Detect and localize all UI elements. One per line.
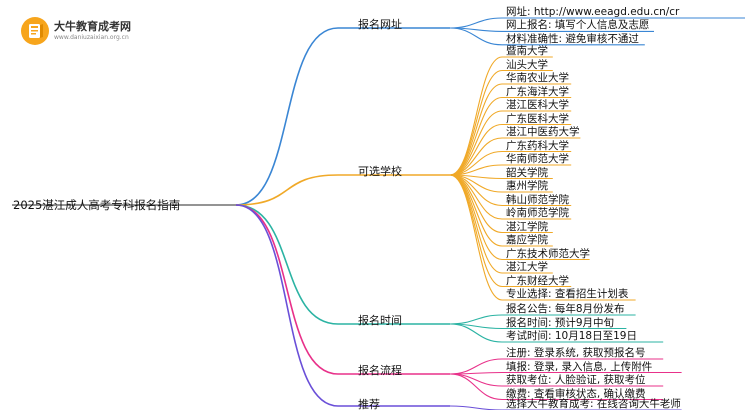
logo-url: www.daniuzaixian.org.cn (54, 34, 129, 41)
leaf-connector-signup-time-2 (449, 323, 503, 343)
leaf-connector-schools-0 (449, 56, 503, 176)
book-logo-icon (21, 17, 49, 45)
leaf-schools-11: 韩山师范学院 (506, 193, 569, 206)
leaf-schools-2: 华南农业大学 (506, 72, 569, 84)
leaf-schools-4: 湛江医科大学 (506, 99, 569, 111)
leaf-schools-3: 广东海洋大学 (506, 85, 569, 98)
leaf-connector-signup-process-3 (449, 373, 503, 401)
leaf-signup-process-2: 获取考位: 人脸验证, 获取考位 (506, 374, 646, 386)
leaf-connector-schools-12 (449, 174, 503, 220)
leaf-signup-url-2: 材料准确性: 避免审核不通过 (506, 32, 639, 45)
leaf-connector-signup-url-0 (449, 17, 503, 29)
branch-connector-signup-time (235, 204, 339, 325)
leaf-connector-schools-3 (449, 96, 503, 176)
leaf-connector-signup-process-0 (449, 358, 503, 375)
branch-signup-time: 报名时间 (358, 314, 402, 327)
leaf-connector-schools-2 (449, 83, 503, 176)
leaf-schools-17: 广东财经大学 (506, 274, 569, 287)
branch-connector-recommend (235, 204, 339, 407)
logo-title: 大牛教育成考网 (54, 20, 131, 33)
leaf-schools-9: 韶关学院 (506, 166, 548, 179)
branch-signup-url: 报名网址 (358, 18, 402, 31)
leaf-schools-1: 汕头大学 (506, 58, 548, 71)
branch-recommend: 推荐 (358, 398, 380, 411)
branch-connector-signup-url (235, 27, 339, 206)
leaf-connector-signup-process-2 (449, 373, 503, 387)
leaf-schools-12: 岭南师范学院 (506, 207, 569, 219)
leaf-signup-process-0: 注册: 登录系统, 获取预报名号 (506, 347, 646, 359)
site-logo: 大牛教育成考网 www.daniuzaixian.org.cn (20, 16, 131, 46)
leaf-connector-signup-url-2 (449, 27, 503, 46)
leaf-connector-signup-time-0 (449, 314, 503, 325)
leaf-schools-5: 广东医科大学 (506, 112, 569, 125)
leaf-schools-10: 惠州学院 (506, 180, 548, 192)
leaf-recommend-0: 选择大牛教育成考: 在线咨询大牛老师 (506, 398, 681, 410)
leaf-connector-recommend-0 (449, 405, 503, 410)
leaf-schools-6: 湛江中医药大学 (506, 126, 580, 138)
leaf-schools-8: 华南师范大学 (506, 153, 569, 165)
leaf-schools-18: 专业选择: 查看招生计划表 (506, 288, 629, 300)
leaf-connector-schools-5 (449, 123, 503, 176)
leaf-schools-0: 暨南大学 (506, 45, 548, 57)
leaf-signup-url-1: 网上报名: 填写个人信息及志愿 (506, 19, 650, 32)
leaf-schools-14: 嘉应学院 (506, 234, 548, 246)
leaf-signup-process-1: 填报: 登录, 录入信息, 上传附件 (506, 360, 653, 373)
branch-schools: 可选学校 (358, 165, 402, 178)
branch-connector-schools (235, 174, 339, 206)
leaf-connector-schools-1 (449, 69, 503, 176)
leaf-signup-time-2: 考试时间: 10月18日至19日 (506, 330, 637, 342)
leaf-schools-13: 湛江学院 (506, 220, 548, 233)
leaf-signup-url-0: 网址: http://www.eeagd.edu.cn/cr (506, 6, 680, 18)
branch-signup-process: 报名流程 (358, 364, 402, 377)
branch-connector-signup-process (235, 204, 339, 375)
leaf-schools-7: 广东药科大学 (506, 139, 569, 152)
leaf-signup-time-0: 报名公告: 每年8月份发布 (506, 303, 625, 315)
leaf-signup-process-3: 缴费: 查看审核状态, 确认缴费 (506, 387, 646, 400)
leaf-schools-15: 广东技术师范大学 (506, 247, 590, 260)
leaf-connector-schools-18 (449, 174, 503, 301)
leaf-signup-time-1: 报名时间: 预计9月中旬 (506, 316, 615, 329)
leaf-schools-16: 湛江大学 (506, 261, 548, 273)
root-topic: 2025湛江成人高考专科报名指南 (13, 198, 181, 212)
